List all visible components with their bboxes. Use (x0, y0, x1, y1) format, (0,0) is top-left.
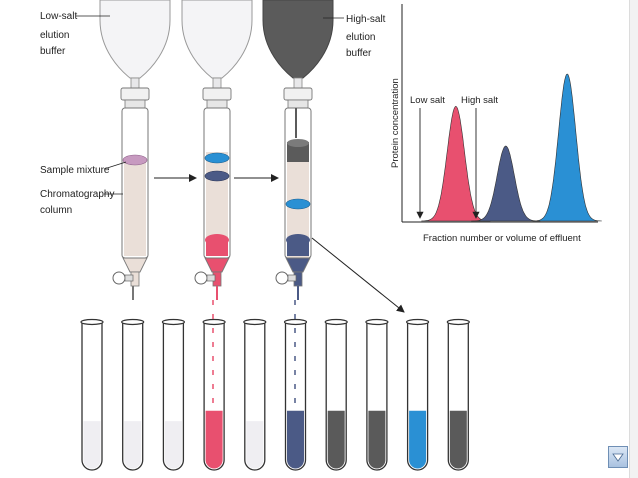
fraction-tube-7 (324, 318, 348, 471)
tube-rim (161, 318, 185, 326)
tube-liquid (449, 410, 467, 469)
high-salt-reservoir (262, 0, 334, 89)
blue-band (285, 198, 311, 210)
elution-peak-1 (421, 105, 491, 222)
tube-liquid (327, 410, 345, 469)
elution-peak-2 (471, 145, 541, 222)
svg-text:column: column (40, 205, 72, 216)
tube-rim (324, 318, 348, 326)
low-salt-buffer-label: Low-salt elution buffer (40, 11, 110, 57)
grey-buffer-front (287, 142, 309, 162)
high-salt-marker-label: High salt (461, 95, 498, 106)
x-axis-label: Fraction number or volume of effluent (423, 233, 581, 244)
svg-text:buffer: buffer (40, 46, 66, 57)
fraction-tube-1 (80, 318, 104, 471)
tube-liquid (124, 421, 142, 469)
tube-glass (81, 322, 103, 471)
fraction-tube-6 (283, 318, 308, 471)
low-salt-marker-label: Low salt (410, 95, 445, 106)
svg-text:elution: elution (40, 30, 69, 41)
column-3 (275, 87, 313, 300)
fraction-tube-4 (202, 318, 226, 471)
tube-glass (406, 322, 429, 471)
fraction-tube-row (80, 318, 470, 471)
svg-text:Sample mixture: Sample mixture (40, 165, 110, 176)
stopcock-valve (112, 271, 126, 285)
fraction-tube-2 (121, 318, 145, 471)
arrow-to-fraction-tube (311, 237, 405, 313)
y-axis-label: Protein concentration (390, 78, 401, 168)
chromatography-column-label: Chromatography column (40, 189, 123, 216)
high-salt-buffer-label: High-salt elution buffer (323, 14, 386, 59)
fraction-tube-8 (365, 318, 389, 471)
blue-band (204, 152, 230, 164)
tube-liquid (287, 410, 304, 469)
fraction-tube-10 (446, 318, 470, 471)
tube-glass (122, 322, 144, 471)
scroll-down-button[interactable] (608, 446, 628, 468)
column-2 (194, 87, 232, 300)
fraction-tube-3 (161, 318, 185, 471)
elution-chart: Protein concentration Fraction number or… (390, 4, 602, 244)
fraction-tube-9 (406, 318, 430, 471)
column-1 (112, 87, 150, 300)
elution-peaks (421, 73, 602, 222)
tube-liquid (164, 421, 182, 469)
tube-liquid (368, 410, 386, 469)
window-edge-bar (629, 0, 638, 478)
tube-rim (283, 318, 308, 326)
stopcock-valve (194, 271, 208, 285)
tube-liquid (409, 410, 427, 469)
tube-rim (406, 318, 430, 326)
elution-peak-3 (532, 73, 602, 222)
svg-text:High-salt: High-salt (346, 14, 386, 25)
tube-rim (121, 318, 145, 326)
tube-glass (244, 322, 266, 471)
svg-text:buffer: buffer (346, 48, 372, 59)
tube-glass (366, 322, 388, 471)
low-salt-reservoir-2 (181, 0, 253, 89)
svg-text:Low-salt: Low-salt (40, 11, 77, 22)
navy-band (204, 170, 230, 182)
tube-glass (325, 322, 347, 471)
tube-glass (203, 322, 225, 471)
tube-rim (80, 318, 104, 326)
tube-rim (365, 318, 389, 326)
tube-liquid (83, 421, 101, 469)
tube-liquid (246, 421, 264, 469)
low-salt-reservoir-1 (99, 0, 171, 89)
fraction-tube-5 (243, 318, 267, 471)
tube-rim (446, 318, 470, 326)
tube-glass (284, 322, 307, 471)
tube-glass (162, 322, 185, 471)
sample-band (122, 154, 148, 166)
tube-rim (243, 318, 267, 326)
svg-text:elution: elution (346, 32, 375, 43)
down-arrow-icon (612, 453, 624, 462)
stopcock-valve (275, 271, 289, 285)
svg-text:Chromatography: Chromatography (40, 189, 114, 200)
tube-rim (202, 318, 226, 326)
sample-mixture-label: Sample mixture (40, 161, 127, 176)
tube-liquid (205, 410, 223, 469)
tube-glass (447, 322, 469, 471)
